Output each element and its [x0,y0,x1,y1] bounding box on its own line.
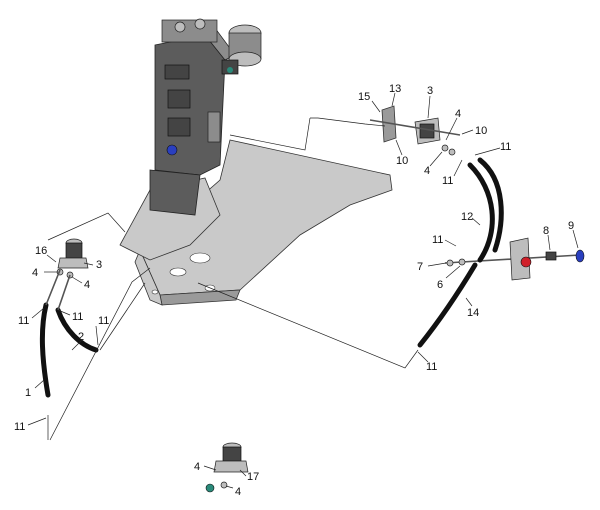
callout-1: 1 [25,387,31,399]
hoses [39,157,504,398]
callout-2: 2 [78,331,84,343]
callout-16: 16 [35,245,47,257]
callout-4-left-b: 4 [84,279,90,291]
callout-3-left: 3 [96,259,102,271]
callout-11-left-d: 11 [14,421,25,433]
pump-motor [221,24,262,75]
callout-14: 14 [467,307,479,319]
callout-8: 8 [543,225,549,237]
callout-10-right-b: 10 [396,155,408,167]
callout-12: 12 [461,211,473,223]
callout-4-bottom-a: 4 [194,461,200,473]
callout-7: 7 [417,261,423,273]
right-fitting-assembly [444,237,585,281]
bottom-pump-assembly [205,442,249,493]
callout-11-right-a: 11 [500,141,511,153]
callout-11-right-d: 11 [426,361,437,373]
callout-11-right-b: 11 [442,175,453,187]
callout-6: 6 [437,279,443,291]
callout-11-left-b: 11 [72,311,83,323]
callout-11-left-a: 11 [18,315,29,327]
callout-15: 15 [358,91,370,103]
callout-labels: 16 3 4 4 11 11 11 2 1 11 15 13 3 4 10 10… [14,83,574,498]
callout-13: 13 [389,83,401,95]
callout-4-left-a: 4 [32,267,38,279]
right-pump-assembly [369,105,461,156]
callout-17: 17 [247,471,259,483]
callout-10-right-a: 10 [475,125,487,137]
callout-3-right: 3 [427,85,433,97]
callout-11-left-c: 11 [98,315,109,327]
callout-4-bottom-b: 4 [235,486,241,498]
callout-4-right-a: 4 [455,108,461,120]
valve-tower [149,18,236,216]
callout-leaders [27,92,579,489]
callout-11-right-c: 11 [432,234,443,246]
routing-lines [47,117,419,441]
callout-9: 9 [568,220,574,232]
callout-4-right-b: 4 [424,165,430,177]
left-pump-assembly [56,238,89,279]
